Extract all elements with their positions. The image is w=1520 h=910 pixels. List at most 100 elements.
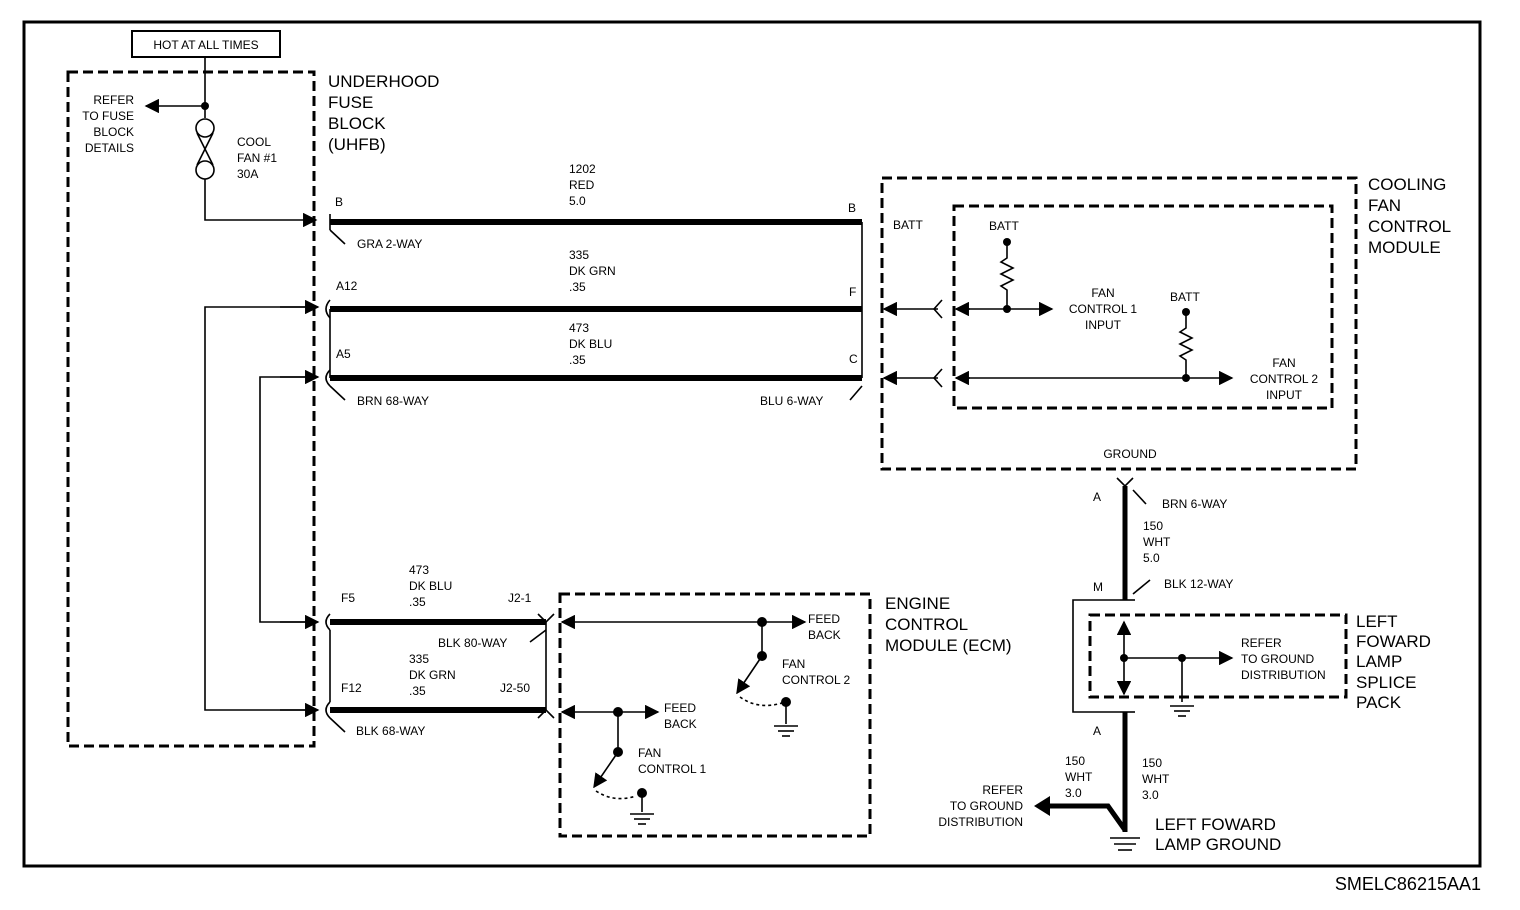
- cooling-fan-module-box: [880, 176, 1358, 471]
- outer-frame: [22, 20, 1482, 868]
- wire-335-top-label: 335 DK GRN .35: [569, 248, 616, 294]
- svg-text:BACK: BACK: [664, 717, 697, 731]
- pin-f12: F12: [341, 681, 362, 695]
- wire-1202-label: 1202 RED 5.0: [569, 162, 596, 208]
- ecm-feedback-bottom-label: FEED BACK: [664, 701, 697, 731]
- svg-text:LAMP: LAMP: [1356, 652, 1402, 671]
- cooling-module-title: COOLING FAN CONTROL MODULE: [1368, 175, 1451, 257]
- svg-text:BLOCK: BLOCK: [328, 114, 386, 133]
- svg-text:LEFT: LEFT: [1356, 612, 1398, 631]
- svg-text:BLOCK: BLOCK: [93, 125, 134, 139]
- fan-control-2-input-label: FAN CONTROL 2 INPUT: [1250, 356, 1319, 402]
- svg-text:473: 473: [409, 563, 429, 577]
- splice-pack-box: [1088, 613, 1348, 699]
- batt-outer-label: BATT: [893, 218, 923, 232]
- svg-text:TO FUSE: TO FUSE: [82, 109, 134, 123]
- connector-blu-6way: BLU 6-WAY: [760, 394, 823, 408]
- svg-text:335: 335: [409, 652, 429, 666]
- fan-control-1-switch: [593, 751, 619, 789]
- pin-f5: F5: [341, 591, 355, 605]
- connector-gra-2way: GRA 2-WAY: [357, 237, 422, 251]
- ground-symbol-ecm-1: [630, 813, 654, 825]
- connector-brn-6way: BRN 6-WAY: [1162, 497, 1227, 511]
- svg-text:INPUT: INPUT: [1085, 318, 1122, 332]
- svg-text:1202: 1202: [569, 162, 596, 176]
- cooling-fan-inner-box: [952, 204, 1334, 410]
- connector-blk-80way: BLK 80-WAY: [438, 636, 507, 650]
- svg-text:473: 473: [569, 321, 589, 335]
- batt-2-label: BATT: [1170, 290, 1200, 304]
- svg-text:3.0: 3.0: [1065, 786, 1082, 800]
- fuse-block-title: UNDERHOOD FUSE BLOCK (UHFB): [328, 72, 439, 154]
- svg-text:.35: .35: [409, 595, 426, 609]
- fan-control-2-switch: [736, 655, 763, 695]
- fuse-icon: [195, 118, 215, 180]
- svg-text:DK BLU: DK BLU: [409, 579, 452, 593]
- ground-symbol-lamp: [1110, 837, 1140, 851]
- svg-text:150: 150: [1065, 754, 1085, 768]
- svg-text:(UHFB): (UHFB): [328, 135, 386, 154]
- connector-brn-68way: BRN 68-WAY: [357, 394, 429, 408]
- pin-c: C: [849, 352, 858, 366]
- svg-text:REFER: REFER: [1241, 636, 1282, 650]
- svg-text:DK BLU: DK BLU: [569, 337, 612, 351]
- svg-text:3.0: 3.0: [1142, 788, 1159, 802]
- resistor-2-icon: [1178, 312, 1194, 378]
- cool-fan-fuse-label: COOL FAN #1 30A: [237, 135, 277, 181]
- svg-text:FAN: FAN: [1272, 356, 1295, 370]
- ecm-fan-control-2-label: FAN CONTROL 2: [782, 657, 851, 687]
- svg-text:REFER: REFER: [982, 783, 1023, 797]
- svg-text:.35: .35: [409, 684, 426, 698]
- internal-line-a5-f5: [259, 376, 316, 623]
- svg-text:WHT: WHT: [1143, 535, 1171, 549]
- splice-refer-ground: REFER TO GROUND DISTRIBUTION: [1241, 636, 1326, 682]
- svg-text:.35: .35: [569, 280, 586, 294]
- svg-text:CONTROL 1: CONTROL 1: [1069, 302, 1138, 316]
- connector-left-brace: [325, 214, 331, 387]
- pin-j2-1: J2-1: [508, 591, 532, 605]
- svg-text:150: 150: [1142, 756, 1162, 770]
- svg-text:RED: RED: [569, 178, 595, 192]
- svg-text:COOL: COOL: [237, 135, 271, 149]
- pin-j2-50: J2-50: [500, 681, 530, 695]
- lamp-ground-title: LEFT FOWARD LAMP GROUND: [1155, 815, 1281, 854]
- svg-text:CONTROL 2: CONTROL 2: [1250, 372, 1319, 386]
- wire-335-ecm-label: 335 DK GRN .35: [409, 652, 456, 698]
- fuse-to-pin-b: [204, 179, 318, 228]
- pin-a-upper: A: [1093, 490, 1101, 504]
- svg-text:150: 150: [1143, 519, 1163, 533]
- ecm-box: [558, 592, 872, 838]
- svg-text:FOWARD: FOWARD: [1356, 632, 1431, 651]
- lamp-ground-refer: REFER TO GROUND DISTRIBUTION: [938, 783, 1023, 829]
- hot-at-all-times-label: HOT AT ALL TIMES: [131, 30, 281, 58]
- splice-pack-outline: [1072, 599, 1120, 713]
- svg-text:ENGINE: ENGINE: [885, 594, 950, 613]
- svg-text:30A: 30A: [237, 167, 258, 181]
- svg-text:FEED: FEED: [664, 701, 696, 715]
- svg-text:FAN: FAN: [782, 657, 805, 671]
- svg-text:LEFT FOWARD: LEFT FOWARD: [1155, 815, 1276, 834]
- hot-label-text: HOT AT ALL TIMES: [153, 38, 258, 52]
- ground-label: GROUND: [1103, 447, 1157, 461]
- resistor-1-icon: [999, 242, 1015, 309]
- wire-473-top-label: 473 DK BLU .35: [569, 321, 612, 367]
- svg-text:REFER: REFER: [93, 93, 134, 107]
- underhood-fuse-block-box: [66, 70, 316, 748]
- pin-b-left: B: [335, 195, 343, 209]
- svg-text:5.0: 5.0: [1143, 551, 1160, 565]
- svg-text:PACK: PACK: [1356, 693, 1402, 712]
- wire-150-upper-label: 150 WHT 5.0: [1143, 519, 1171, 565]
- splice-pack-title: LEFT FOWARD LAMP SPLICE PACK: [1356, 612, 1431, 712]
- pin-a5: A5: [336, 347, 351, 361]
- svg-text:FEED: FEED: [808, 612, 840, 626]
- svg-text:TO GROUND: TO GROUND: [950, 799, 1023, 813]
- wire-150-right-label: 150 WHT 3.0: [1142, 756, 1170, 802]
- ecm-feedback-top-label: FEED BACK: [808, 612, 841, 642]
- pin-a12: A12: [336, 279, 358, 293]
- svg-text:COOLING: COOLING: [1368, 175, 1446, 194]
- svg-text:DISTRIBUTION: DISTRIBUTION: [1241, 668, 1326, 682]
- svg-text:CONTROL 2: CONTROL 2: [782, 673, 851, 687]
- wire-473-ecm-label: 473 DK BLU .35: [409, 563, 452, 609]
- svg-text:5.0: 5.0: [569, 194, 586, 208]
